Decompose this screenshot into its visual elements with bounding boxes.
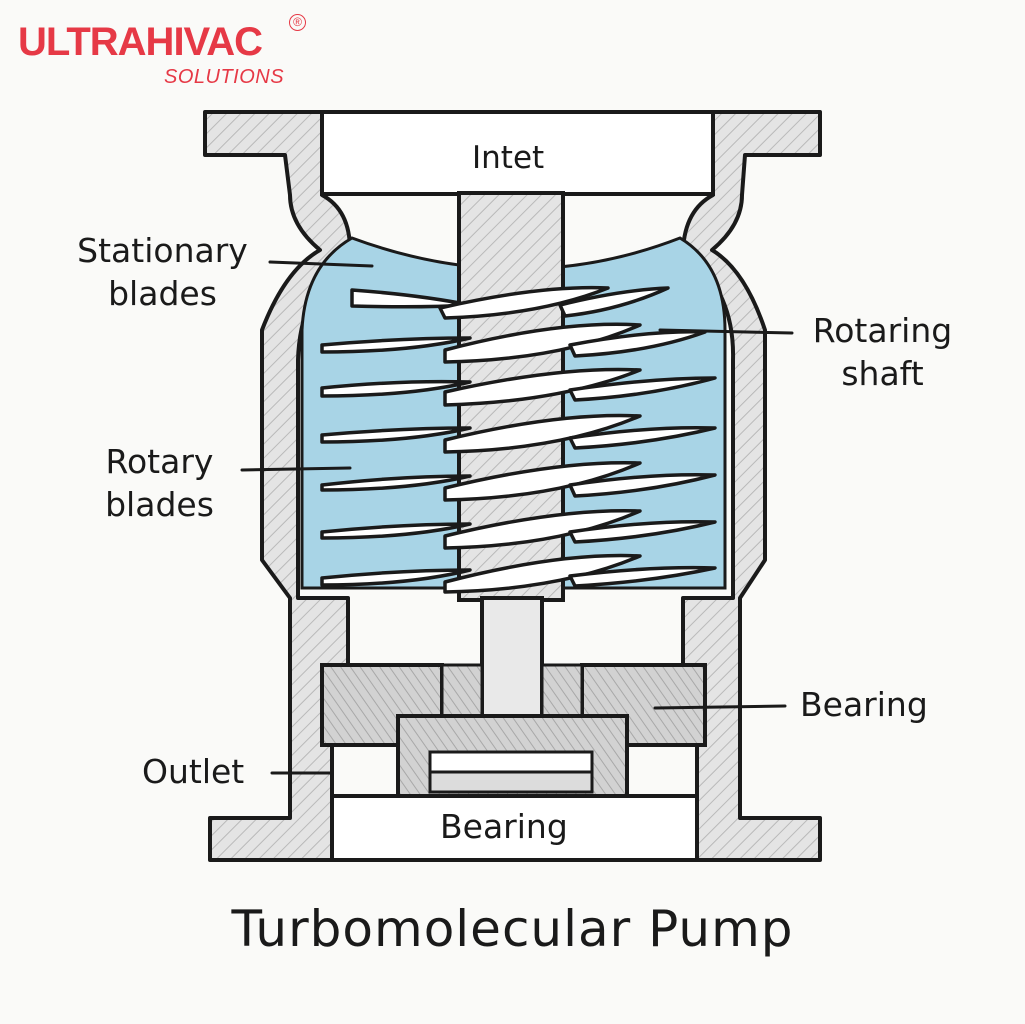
label-rotating-shaft: Rotaring shaft: [812, 311, 953, 393]
leader-lines: [240, 260, 794, 775]
label-bearing-bottom: Bearing: [440, 807, 568, 846]
bottom-bearing-seat: [428, 770, 594, 794]
label-rotary-blades: Rotary blades: [105, 442, 214, 524]
inlet-opening: [320, 110, 715, 196]
label-bearing-right: Bearing: [800, 685, 928, 724]
blade-stack: [320, 285, 717, 594]
label-stationary-blades: Stationary blades: [77, 231, 248, 313]
diagram-title: Turbomolecular Pump: [231, 900, 794, 958]
label-inlet: Intet: [472, 140, 545, 176]
bottom-bearing-race: [428, 750, 594, 774]
brand-tagline: SOLUTIONS: [164, 66, 285, 88]
brand-logo: ULTRAHIVAC: [18, 20, 263, 64]
trademark-icon: ®: [289, 14, 306, 31]
outlet-opening: [330, 794, 699, 862]
label-outlet: Outlet: [142, 752, 245, 791]
